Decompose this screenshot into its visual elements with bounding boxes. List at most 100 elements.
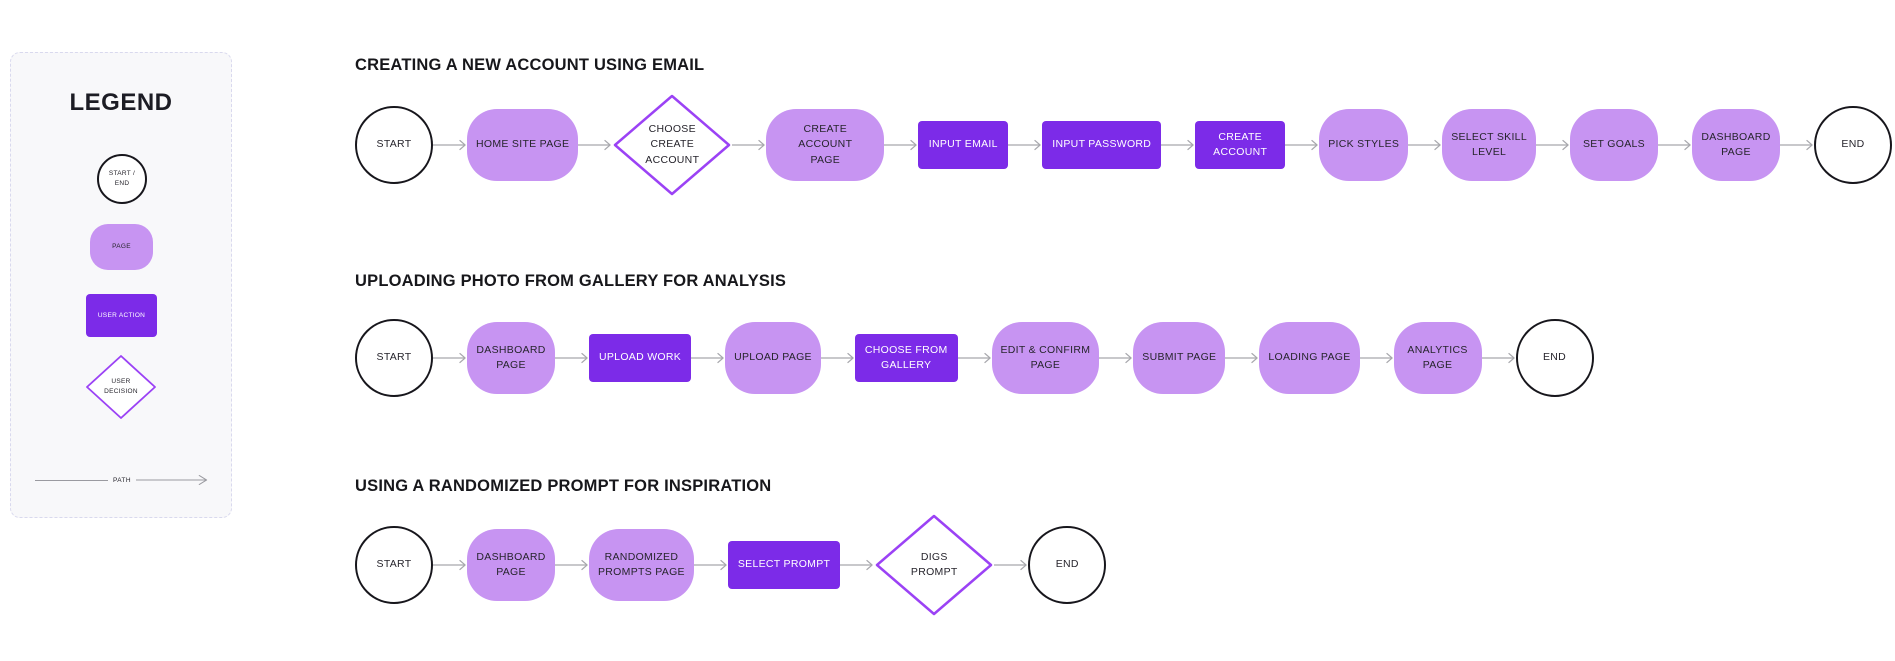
flow-title-randomized-prompt: USING A RANDOMIZED PROMPT FOR INSPIRATIO…	[355, 477, 772, 495]
flow-node-label: START	[376, 558, 412, 571]
flow-node-page: SET GOALS	[1569, 109, 1658, 181]
legend-panel: LEGEND START / END PAGE USER ACTION USER…	[10, 52, 232, 518]
flow-node-label: INPUT PASSWORD	[1052, 138, 1152, 151]
flow-node-user-action: CREATE ACCOUNT	[1195, 121, 1286, 169]
flow-node-page: SELECT SKILL LEVEL	[1442, 109, 1536, 181]
flow-node-label: EDIT & CONFIRM PAGE	[1000, 343, 1091, 371]
legend-user-action-label: USER ACTION	[97, 311, 146, 319]
flow-row-randomized-prompt: START DASHBOARD PAGE RANDOMIZED PROMPTS PA…	[355, 513, 1107, 617]
flow-node-label: PICK STYLES	[1328, 138, 1400, 151]
arrow-right-icon	[732, 139, 765, 151]
flow-node-user-action: INPUT EMAIL	[918, 121, 1009, 169]
flow-arrow	[1359, 352, 1394, 364]
arrow-right-icon	[1779, 139, 1813, 151]
legend-user-decision-shape: USER DECISION	[85, 354, 157, 420]
flow-title-upload-photo: UPLOADING PHOTO FROM GALLERY FOR ANALYSI…	[355, 272, 787, 290]
flow-node-label: DIGS PROMPT	[910, 550, 958, 578]
flow-arrow	[1099, 352, 1133, 364]
flow-arrow	[555, 559, 589, 571]
arrow-right-icon	[555, 559, 588, 571]
flow-node-page: HOME SITE PAGE	[467, 109, 579, 181]
legend-page-shape: PAGE	[90, 224, 153, 270]
flow-node-label: SELECT PROMPT	[737, 558, 831, 571]
flow-node-label: UPLOAD PAGE	[734, 351, 812, 364]
flow-node-label: DASHBOARD PAGE	[1701, 130, 1771, 158]
flow-node-label: END	[1055, 558, 1079, 571]
flow-node-page: UPLOAD PAGE	[725, 322, 821, 394]
flow-node-page: DASHBOARD PAGE	[467, 322, 555, 394]
flow-node-label: START	[376, 138, 412, 151]
flow-node-end: END	[1028, 526, 1107, 604]
flow-node-decision: CHOOSE CREATE ACCOUNT	[612, 93, 732, 197]
flow-row-account-creation: START HOME SITE PAGE CHOOSE CREATE ACCOUNT…	[355, 93, 1892, 197]
flow-node-page: LOADING PAGE	[1259, 322, 1360, 394]
flow-arrow	[840, 559, 874, 571]
flow-node-page: DASHBOARD PAGE	[467, 529, 555, 601]
arrow-right-icon	[433, 352, 466, 364]
arrow-right-icon	[555, 352, 588, 364]
arrow-right-icon	[1359, 352, 1393, 364]
arrow-right-icon	[578, 139, 611, 151]
flow-node-start: START	[355, 526, 433, 604]
arrow-right-icon	[691, 352, 724, 364]
flow-arrow	[433, 352, 467, 364]
flow-node-label: END	[1543, 351, 1567, 364]
flow-node-label: LOADING PAGE	[1268, 351, 1351, 364]
flow-node-start: START	[355, 106, 433, 184]
flow-arrow	[433, 559, 467, 571]
arrow-right-icon	[1481, 352, 1515, 364]
flow-node-page: SUBMIT PAGE	[1133, 322, 1226, 394]
flow-title-account-creation: CREATING A NEW ACCOUNT USING EMAIL	[355, 56, 705, 74]
arrow-right-icon	[1225, 352, 1259, 364]
flow-arrow	[732, 139, 766, 151]
flow-node-user-action: CHOOSE FROM GALLERY	[854, 334, 958, 382]
flow-node-label: CREATE ACCOUNT	[1213, 130, 1268, 158]
flow-node-label: CHOOSE CREATE ACCOUNT	[645, 123, 700, 166]
flow-node-end: END	[1515, 319, 1594, 397]
flow-arrow	[1779, 139, 1814, 151]
flow-node-decision: DIGS PROMPT	[874, 513, 994, 617]
arrow-right-icon	[693, 559, 727, 571]
flow-arrow	[1225, 352, 1259, 364]
legend-path-label: PATH	[113, 476, 131, 484]
flow-node-page: DASHBOARD PAGE	[1691, 109, 1780, 181]
flow-node-label: END	[1841, 138, 1865, 151]
arrow-right-icon	[1408, 139, 1441, 151]
legend-start-end-label: START / END	[108, 170, 136, 187]
flow-node-page: ANALYTICS PAGE	[1393, 322, 1482, 394]
path-line	[35, 479, 109, 481]
flow-arrow	[433, 139, 467, 151]
flow-arrow	[994, 559, 1028, 571]
flow-node-label: RANDOMIZED PROMPTS PAGE	[598, 550, 685, 578]
flow-node-label: DASHBOARD PAGE	[476, 550, 546, 578]
flow-node-page: RANDOMIZED PROMPTS PAGE	[589, 529, 694, 601]
flow-arrow	[578, 139, 612, 151]
flow-node-user-action: INPUT PASSWORD	[1042, 121, 1162, 169]
diamond-icon	[876, 514, 993, 616]
flow-node-label: INPUT EMAIL	[928, 138, 998, 151]
arrow-right-icon	[1285, 139, 1318, 151]
legend-start-end-shape: START / END	[97, 154, 147, 204]
flow-node-label: HOME SITE PAGE	[476, 138, 570, 151]
arrow-right-icon	[820, 352, 854, 364]
flow-node-label: CHOOSE FROM GALLERY	[864, 343, 948, 371]
flow-arrow	[1657, 139, 1692, 151]
flow-arrow	[1285, 139, 1319, 151]
arrow-right-icon	[884, 139, 917, 151]
flow-arrow	[1535, 139, 1570, 151]
flow-node-page: CREATE ACCOUNT PAGE	[766, 109, 885, 181]
legend-user-action-shape: USER ACTION	[86, 294, 157, 337]
arrow-right-icon	[1657, 139, 1691, 151]
flow-node-label: CREATE ACCOUNT PAGE	[798, 123, 853, 166]
flow-node-user-action: SELECT PROMPT	[727, 541, 841, 589]
flow-node-label: ANALYTICS PAGE	[1407, 343, 1468, 371]
flow-node-label: DASHBOARD PAGE	[476, 343, 546, 371]
flow-node-end: END	[1813, 106, 1892, 184]
flow-arrow	[1481, 352, 1516, 364]
arrow-right-icon	[1008, 139, 1041, 151]
arrow-right-icon	[994, 559, 1027, 571]
legend-title: LEGEND	[69, 89, 173, 116]
flow-arrow	[1161, 139, 1195, 151]
